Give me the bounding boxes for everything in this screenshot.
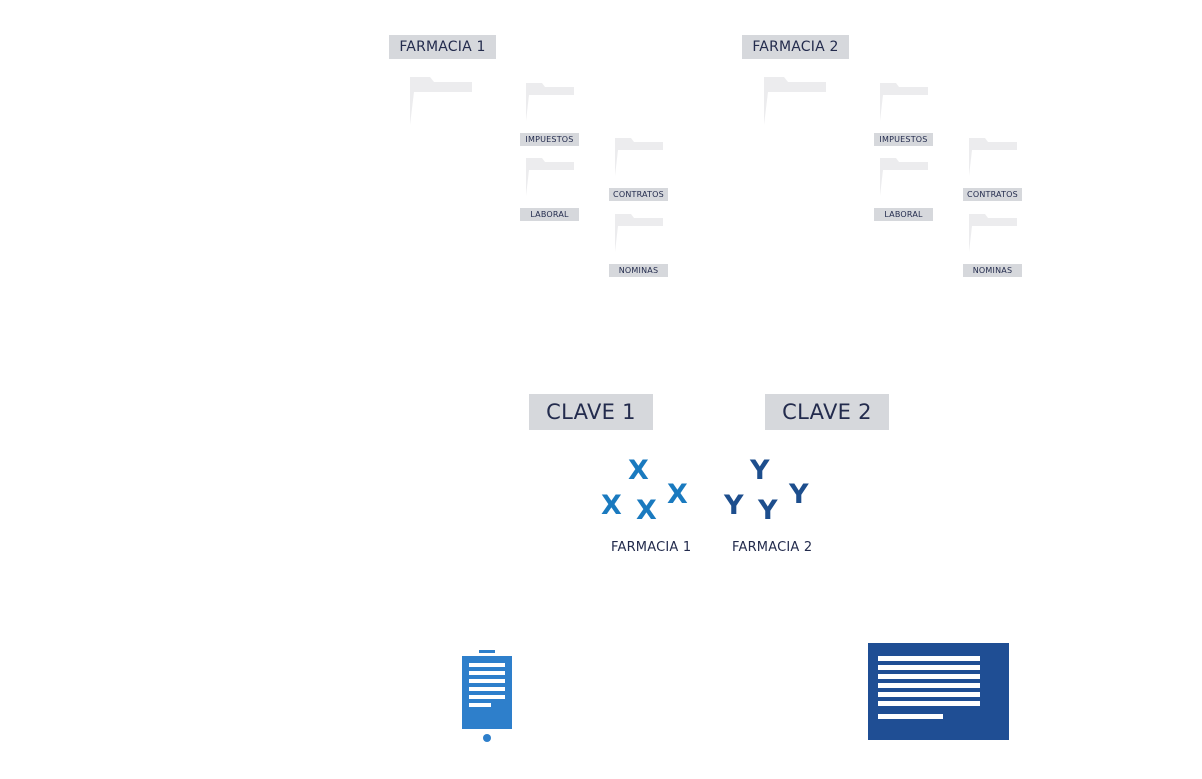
key-y-symbol: Y xyxy=(750,455,770,486)
key-2-label: CLAVE 2 xyxy=(765,394,889,430)
key-1-caption: FARMACIA 1 xyxy=(611,540,692,555)
key-x-symbol: X xyxy=(636,495,657,526)
folder-icon[interactable] xyxy=(524,83,576,123)
folder-icon[interactable] xyxy=(762,77,828,127)
folder-label-contratos: CONTRATOS xyxy=(963,188,1022,201)
pharmacy-2-label: FARMACIA 2 xyxy=(742,35,849,59)
folder-label-impuestos: IMPUESTOS xyxy=(874,133,933,146)
key-y-symbol: Y xyxy=(724,490,744,521)
folder-icon[interactable] xyxy=(878,83,930,123)
key-1-label: CLAVE 1 xyxy=(529,394,653,430)
mobile-device-icon xyxy=(462,650,512,742)
key-y-symbol: Y xyxy=(758,495,778,526)
folder-label-impuestos: IMPUESTOS xyxy=(520,133,579,146)
pharmacy-1-label: FARMACIA 1 xyxy=(389,35,496,59)
folder-label-nominas: NOMINAS xyxy=(609,264,668,277)
folder-label-nominas: NOMINAS xyxy=(963,264,1022,277)
folder-icon[interactable] xyxy=(613,214,665,254)
key-x-symbol: X xyxy=(667,479,688,510)
document-icon xyxy=(868,643,1009,740)
folder-icon[interactable] xyxy=(967,138,1019,178)
key-x-symbol: X xyxy=(628,455,649,486)
folder-label-laboral: LABORAL xyxy=(520,208,579,221)
folder-label-contratos: CONTRATOS xyxy=(609,188,668,201)
folder-icon[interactable] xyxy=(878,158,930,198)
folder-icon[interactable] xyxy=(408,77,474,127)
folder-label-laboral: LABORAL xyxy=(874,208,933,221)
key-y-symbol: Y xyxy=(789,479,809,510)
folder-icon[interactable] xyxy=(967,214,1019,254)
key-2-caption: FARMACIA 2 xyxy=(732,540,813,555)
folder-icon[interactable] xyxy=(524,158,576,198)
folder-icon[interactable] xyxy=(613,138,665,178)
key-x-symbol: X xyxy=(601,490,622,521)
